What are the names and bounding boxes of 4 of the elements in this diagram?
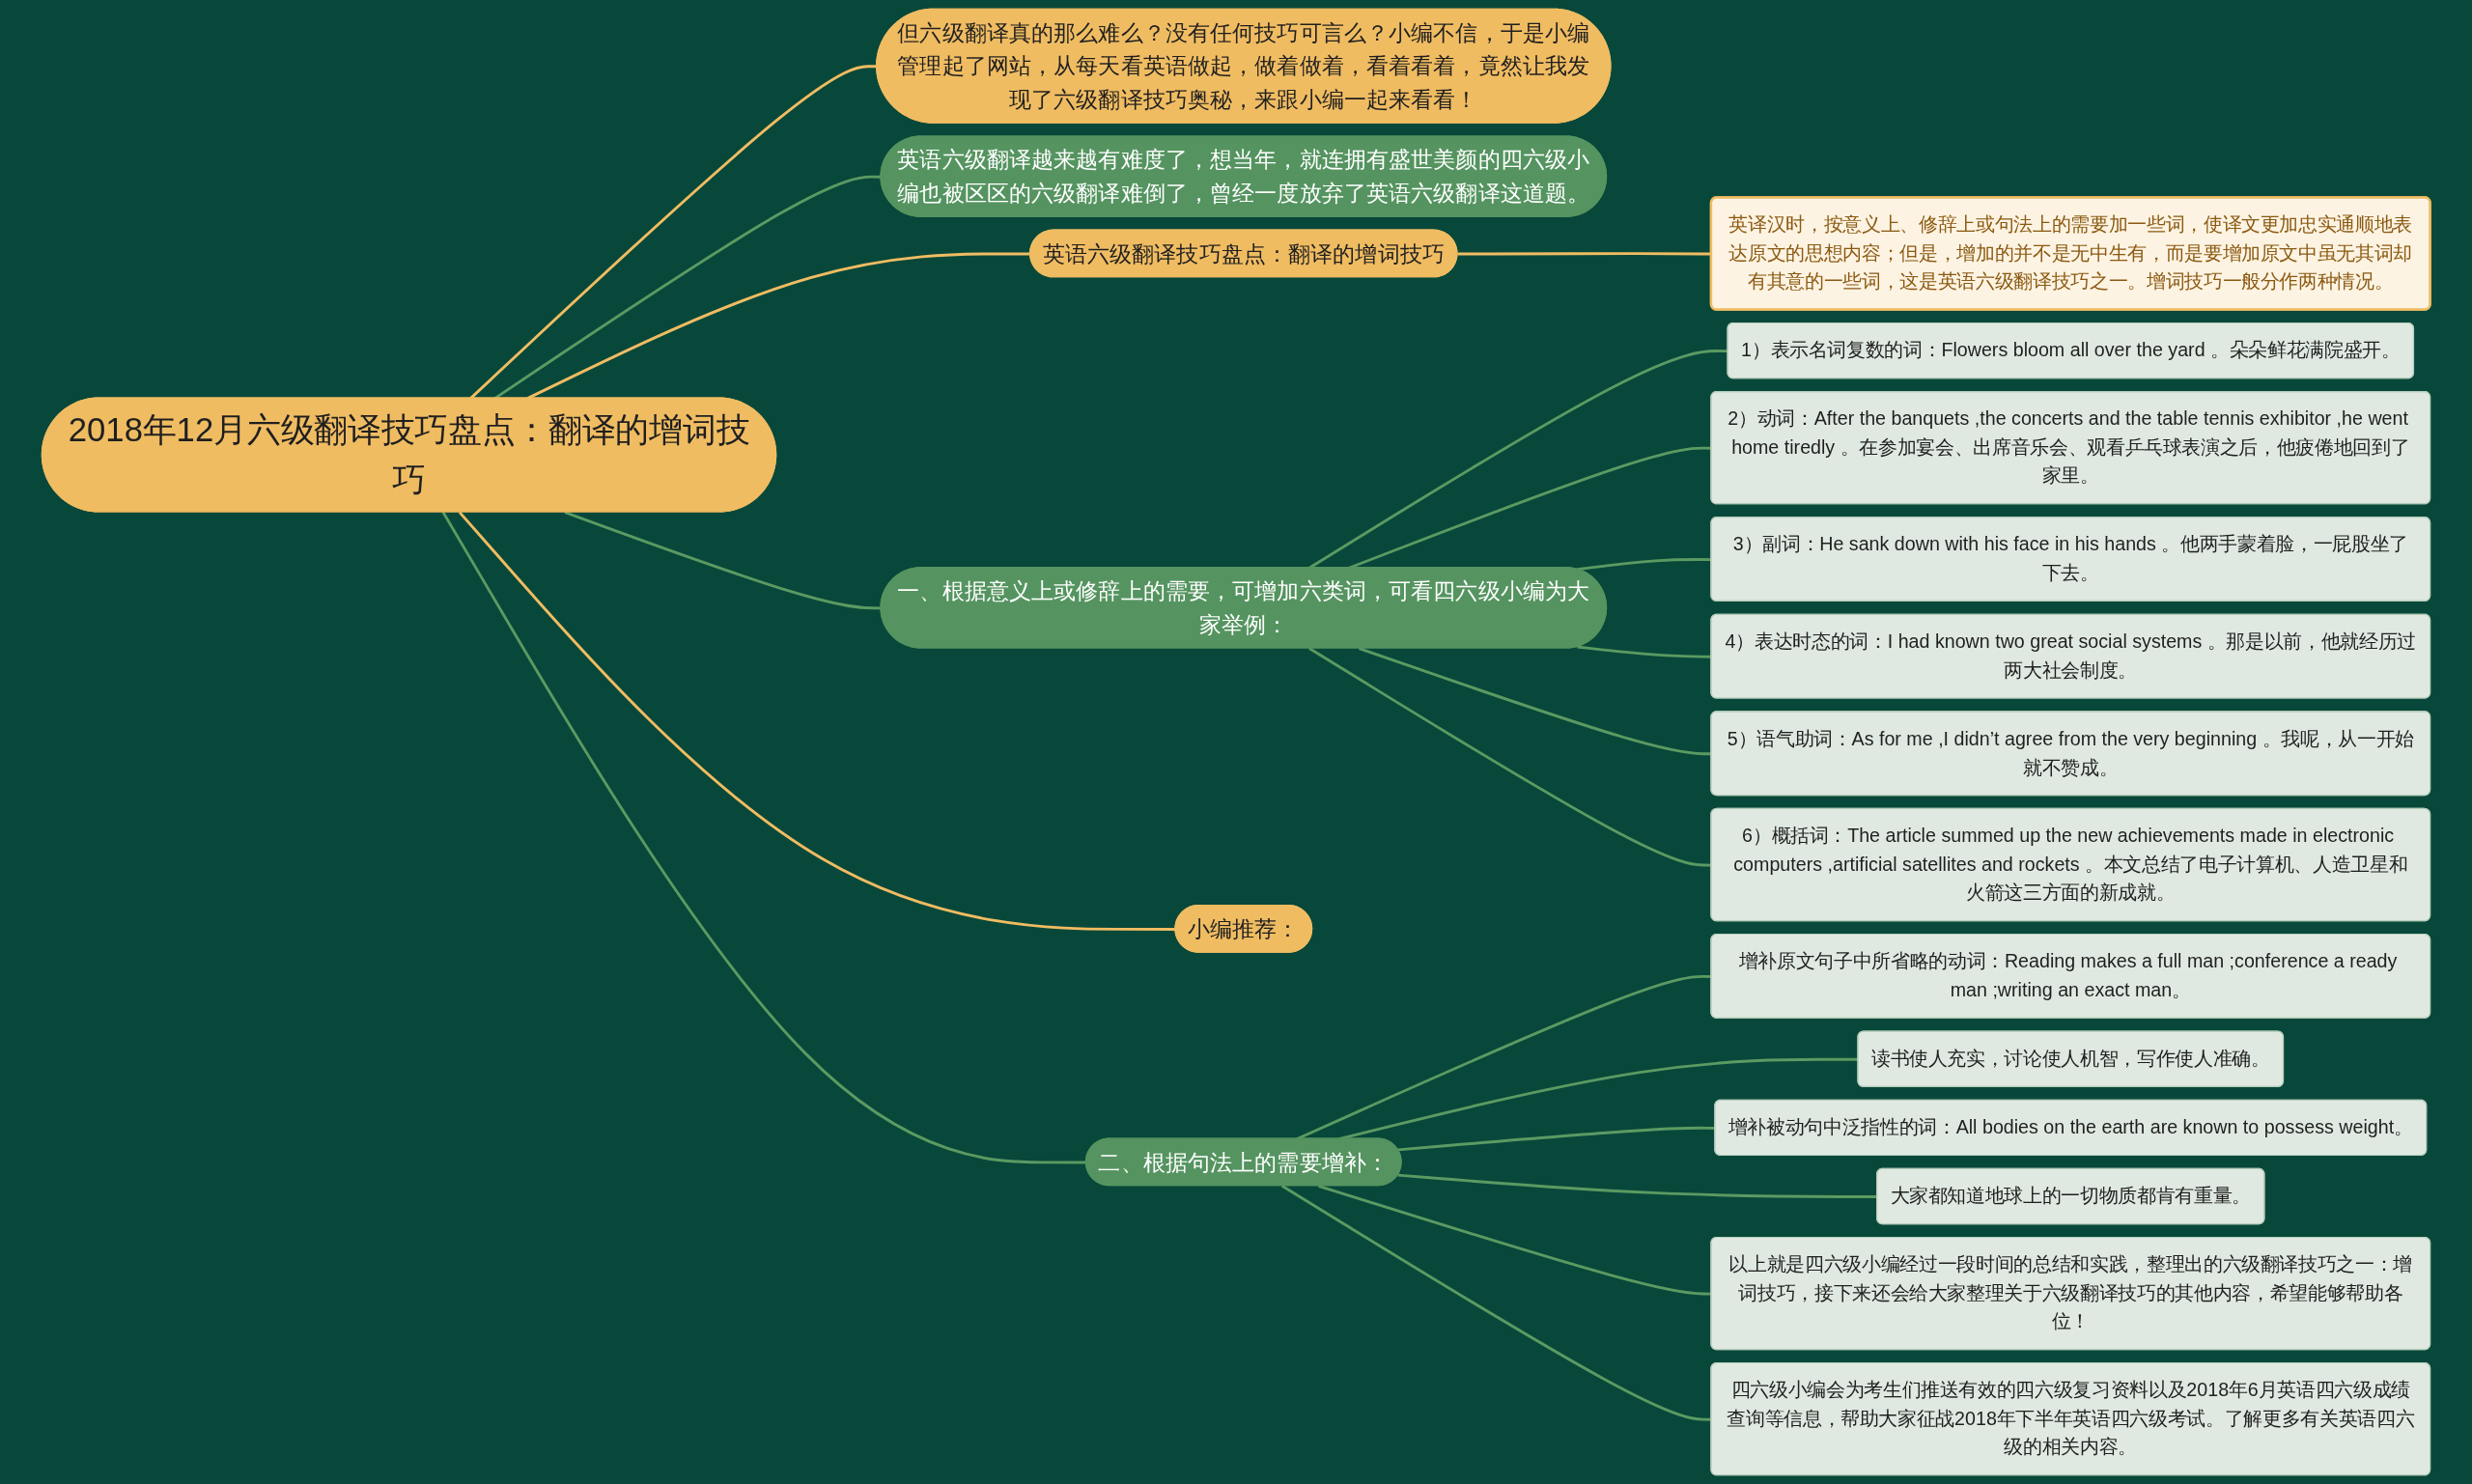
connector: [526, 252, 1031, 400]
connector: [493, 175, 882, 400]
connector: [1308, 350, 1728, 570]
connector: [564, 511, 882, 610]
